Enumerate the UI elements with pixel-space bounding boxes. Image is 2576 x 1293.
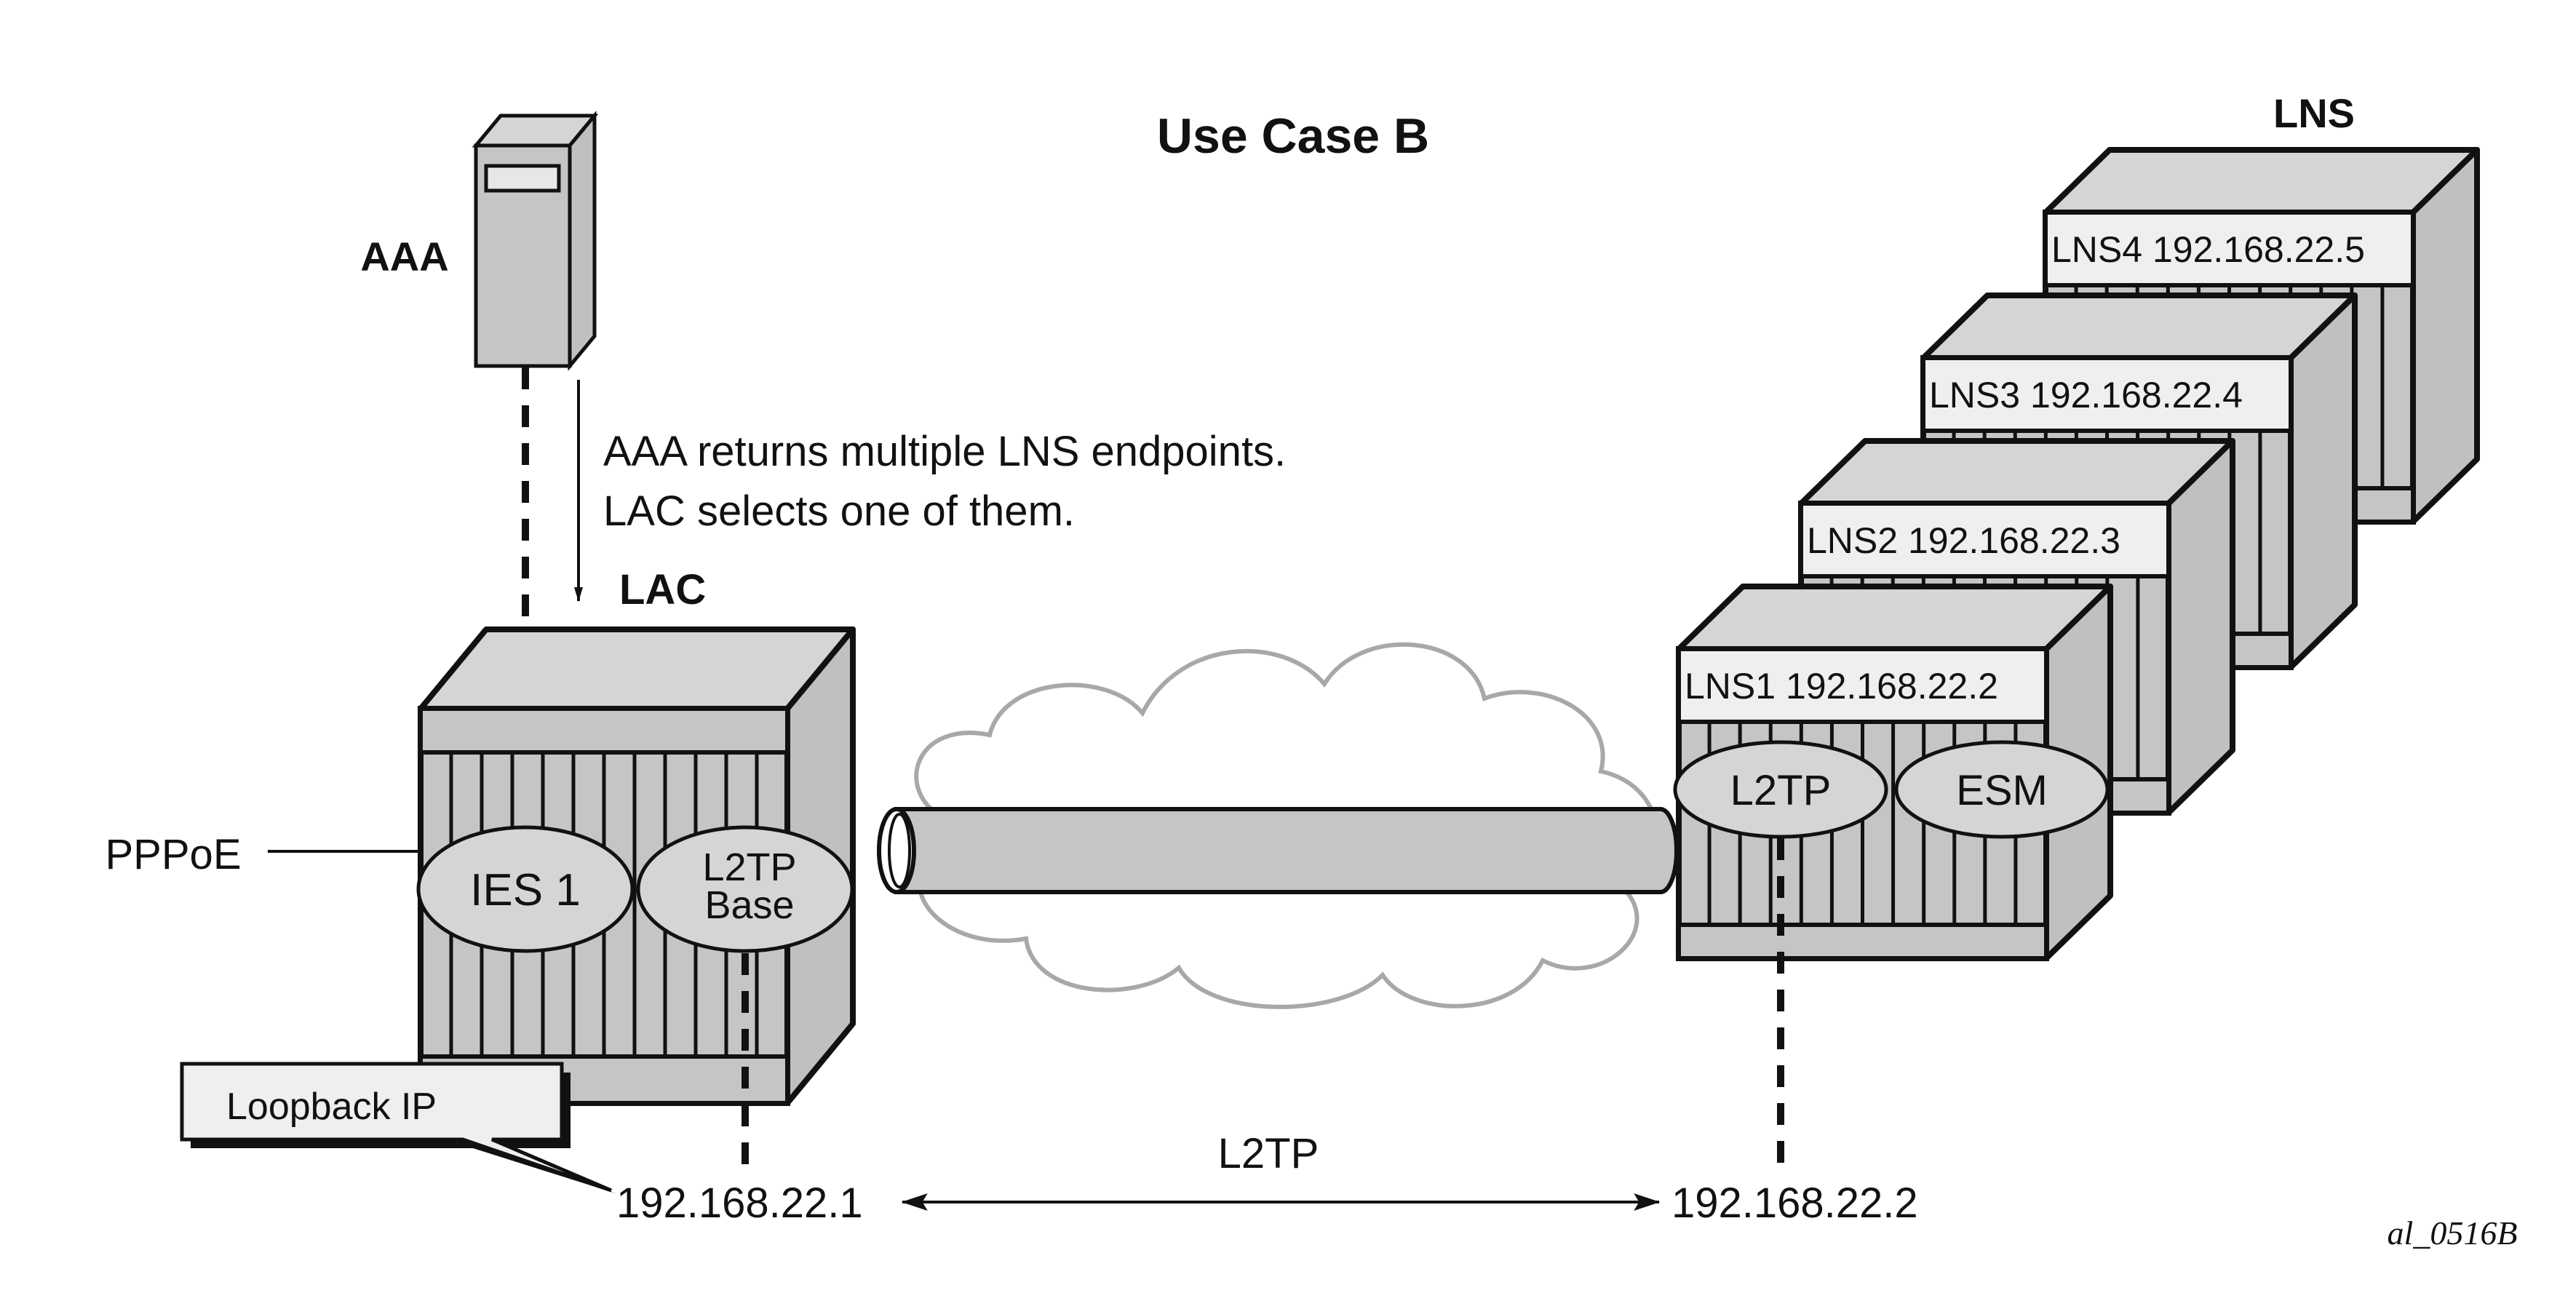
lns4-chassis-top (2043, 147, 2480, 215)
lac-chassis-top (418, 626, 856, 712)
lns1-chassis-bottom-band (1677, 923, 2048, 960)
lac-service-ies1: IES 1 (416, 825, 635, 953)
lns4-chassis-side (2410, 147, 2480, 525)
lns1-service-l2tp: L2TP (1673, 740, 1888, 839)
lns4-chassis-top-band (2043, 210, 2415, 287)
lac-ip: 192.168.22.1 (616, 1179, 863, 1227)
lns1-chassis-top (1676, 584, 2113, 652)
l2tp-link-label: L2TP (1218, 1130, 1319, 1177)
pppoe-label: PPPoE (106, 831, 242, 878)
figure-id: al_0516B (2388, 1214, 2518, 1252)
ies1-label: IES 1 (470, 865, 581, 915)
loopback-callout: Loopback IP (180, 1062, 616, 1193)
annotation-line-1: AAA returns multiple LNS endpoints. (603, 428, 1286, 475)
annotation-line-2: LAC selects one of them. (603, 488, 1075, 535)
lns-ip: 192.168.22.2 (1671, 1179, 1918, 1227)
lns2-chassis-top-band (1799, 501, 2171, 578)
loopback-label: Loopback IP (226, 1086, 437, 1128)
lns2-chassis-top (1798, 438, 2235, 506)
lns-group-label: LNS (2273, 90, 2355, 136)
lns1-chassis-label: LNS1 192.168.22.2 (1685, 666, 1998, 707)
l2tp-base-label-1: L2TP (702, 846, 796, 889)
l2tp-tunnel (877, 807, 1679, 894)
lns3-chassis-side (2288, 293, 2358, 670)
lac-label: LAC (619, 566, 706, 613)
l2tp-base-label-2: Base (704, 883, 794, 927)
lns4-chassis-label: LNS4 192.168.22.5 (2051, 229, 2365, 270)
lns1-esm-label: ESM (1956, 767, 2048, 814)
lac-service-l2tp-base: L2TP Base (636, 825, 854, 953)
aaa-label: AAA (360, 234, 448, 279)
lns3-chassis-label: LNS3 192.168.22.4 (1929, 375, 2243, 415)
aaa-server-icon (472, 111, 599, 371)
lac-chassis-top-band (418, 707, 790, 755)
lns1-service-esm: ESM (1894, 740, 2110, 839)
lns2-chassis-label: LNS2 192.168.22.3 (1807, 520, 2120, 561)
lns2-chassis-side (2166, 438, 2235, 816)
lns1-l2tp-label: L2TP (1730, 767, 1832, 814)
lns3-chassis-top-band (1921, 356, 2293, 433)
diagram-title: Use Case B (1157, 108, 1429, 164)
lns3-chassis-top (1920, 293, 2358, 361)
